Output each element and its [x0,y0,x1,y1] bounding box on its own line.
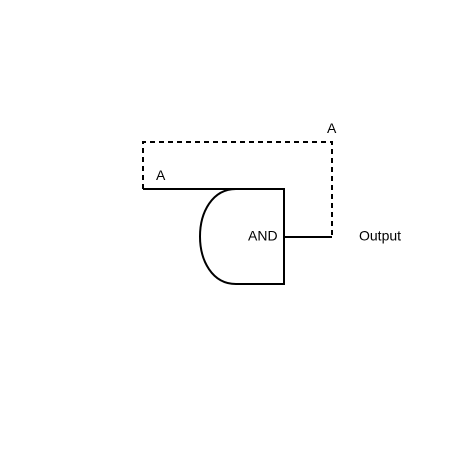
feedback-wire-dashed [142,141,333,237]
gate-label: AND [248,228,278,244]
output-label: Output [359,228,401,244]
feedback-label-a: A [327,120,337,136]
input-label-a: A [156,167,166,183]
and-gate [199,188,285,285]
